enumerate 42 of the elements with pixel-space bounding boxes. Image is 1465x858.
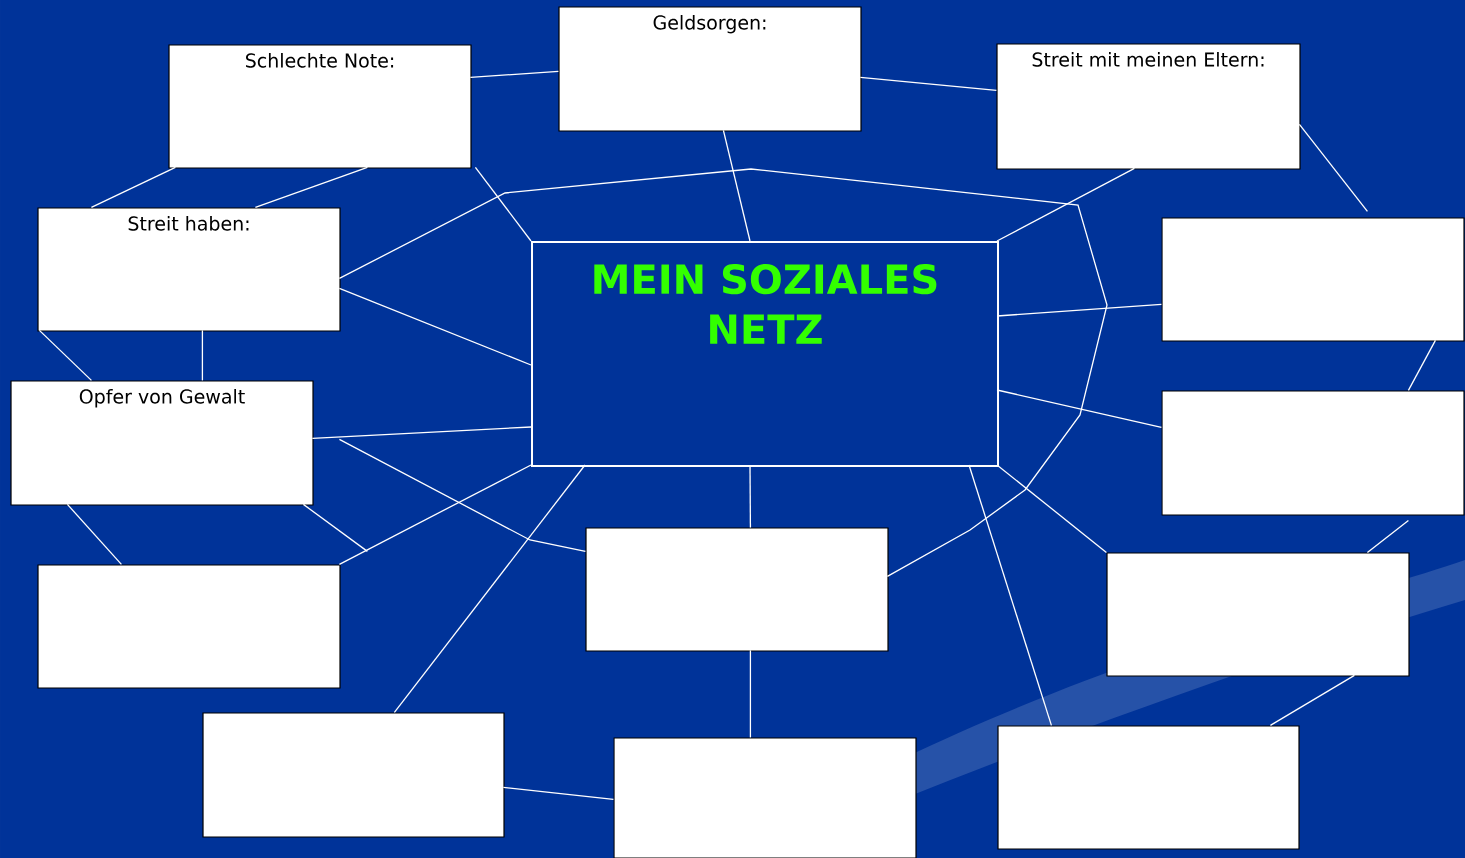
connector-line [311,426,532,440]
connector-line [749,649,752,739]
connector-line [996,303,1163,317]
connector-line [393,464,586,714]
text-box: Opfer von Gewalt [10,380,314,506]
connector-line [996,464,1108,554]
connector-line [859,76,998,92]
connector-line [254,166,369,209]
connector-line [1269,674,1356,727]
text-box: Schlechte Note: [168,44,472,169]
connector-line [474,166,532,242]
empty-box [1161,217,1465,342]
connector-line [1298,123,1369,213]
connector-line [722,129,751,242]
connector-line [338,464,532,566]
connector-line [996,167,1136,242]
connector-line [1366,519,1410,554]
connector-line [996,389,1163,429]
empty-box [202,712,505,838]
connector-line [338,438,587,553]
connector-line [302,503,369,553]
title-box: MEIN SOZIALES NETZ [531,241,999,467]
empty-box [997,725,1300,850]
empty-box [585,527,889,652]
empty-box [37,564,341,689]
connector-line [1407,339,1437,392]
connector-line [338,287,532,366]
connector-line [201,329,204,382]
empty-box [613,737,917,858]
text-box: Streit mit meinen Eltern: [996,43,1301,170]
empty-box [1106,552,1410,677]
connector-line [968,464,1053,727]
text-box: Geldsorgen: [558,6,862,132]
connector-line [749,464,752,529]
empty-box [1161,390,1465,516]
connector-line [502,786,615,801]
connector-line [38,329,93,382]
connector-line [338,168,1108,578]
text-box: Streit haben: [37,207,341,332]
connector-line [469,70,560,79]
connector-line [66,503,123,566]
connector-line [90,166,177,209]
